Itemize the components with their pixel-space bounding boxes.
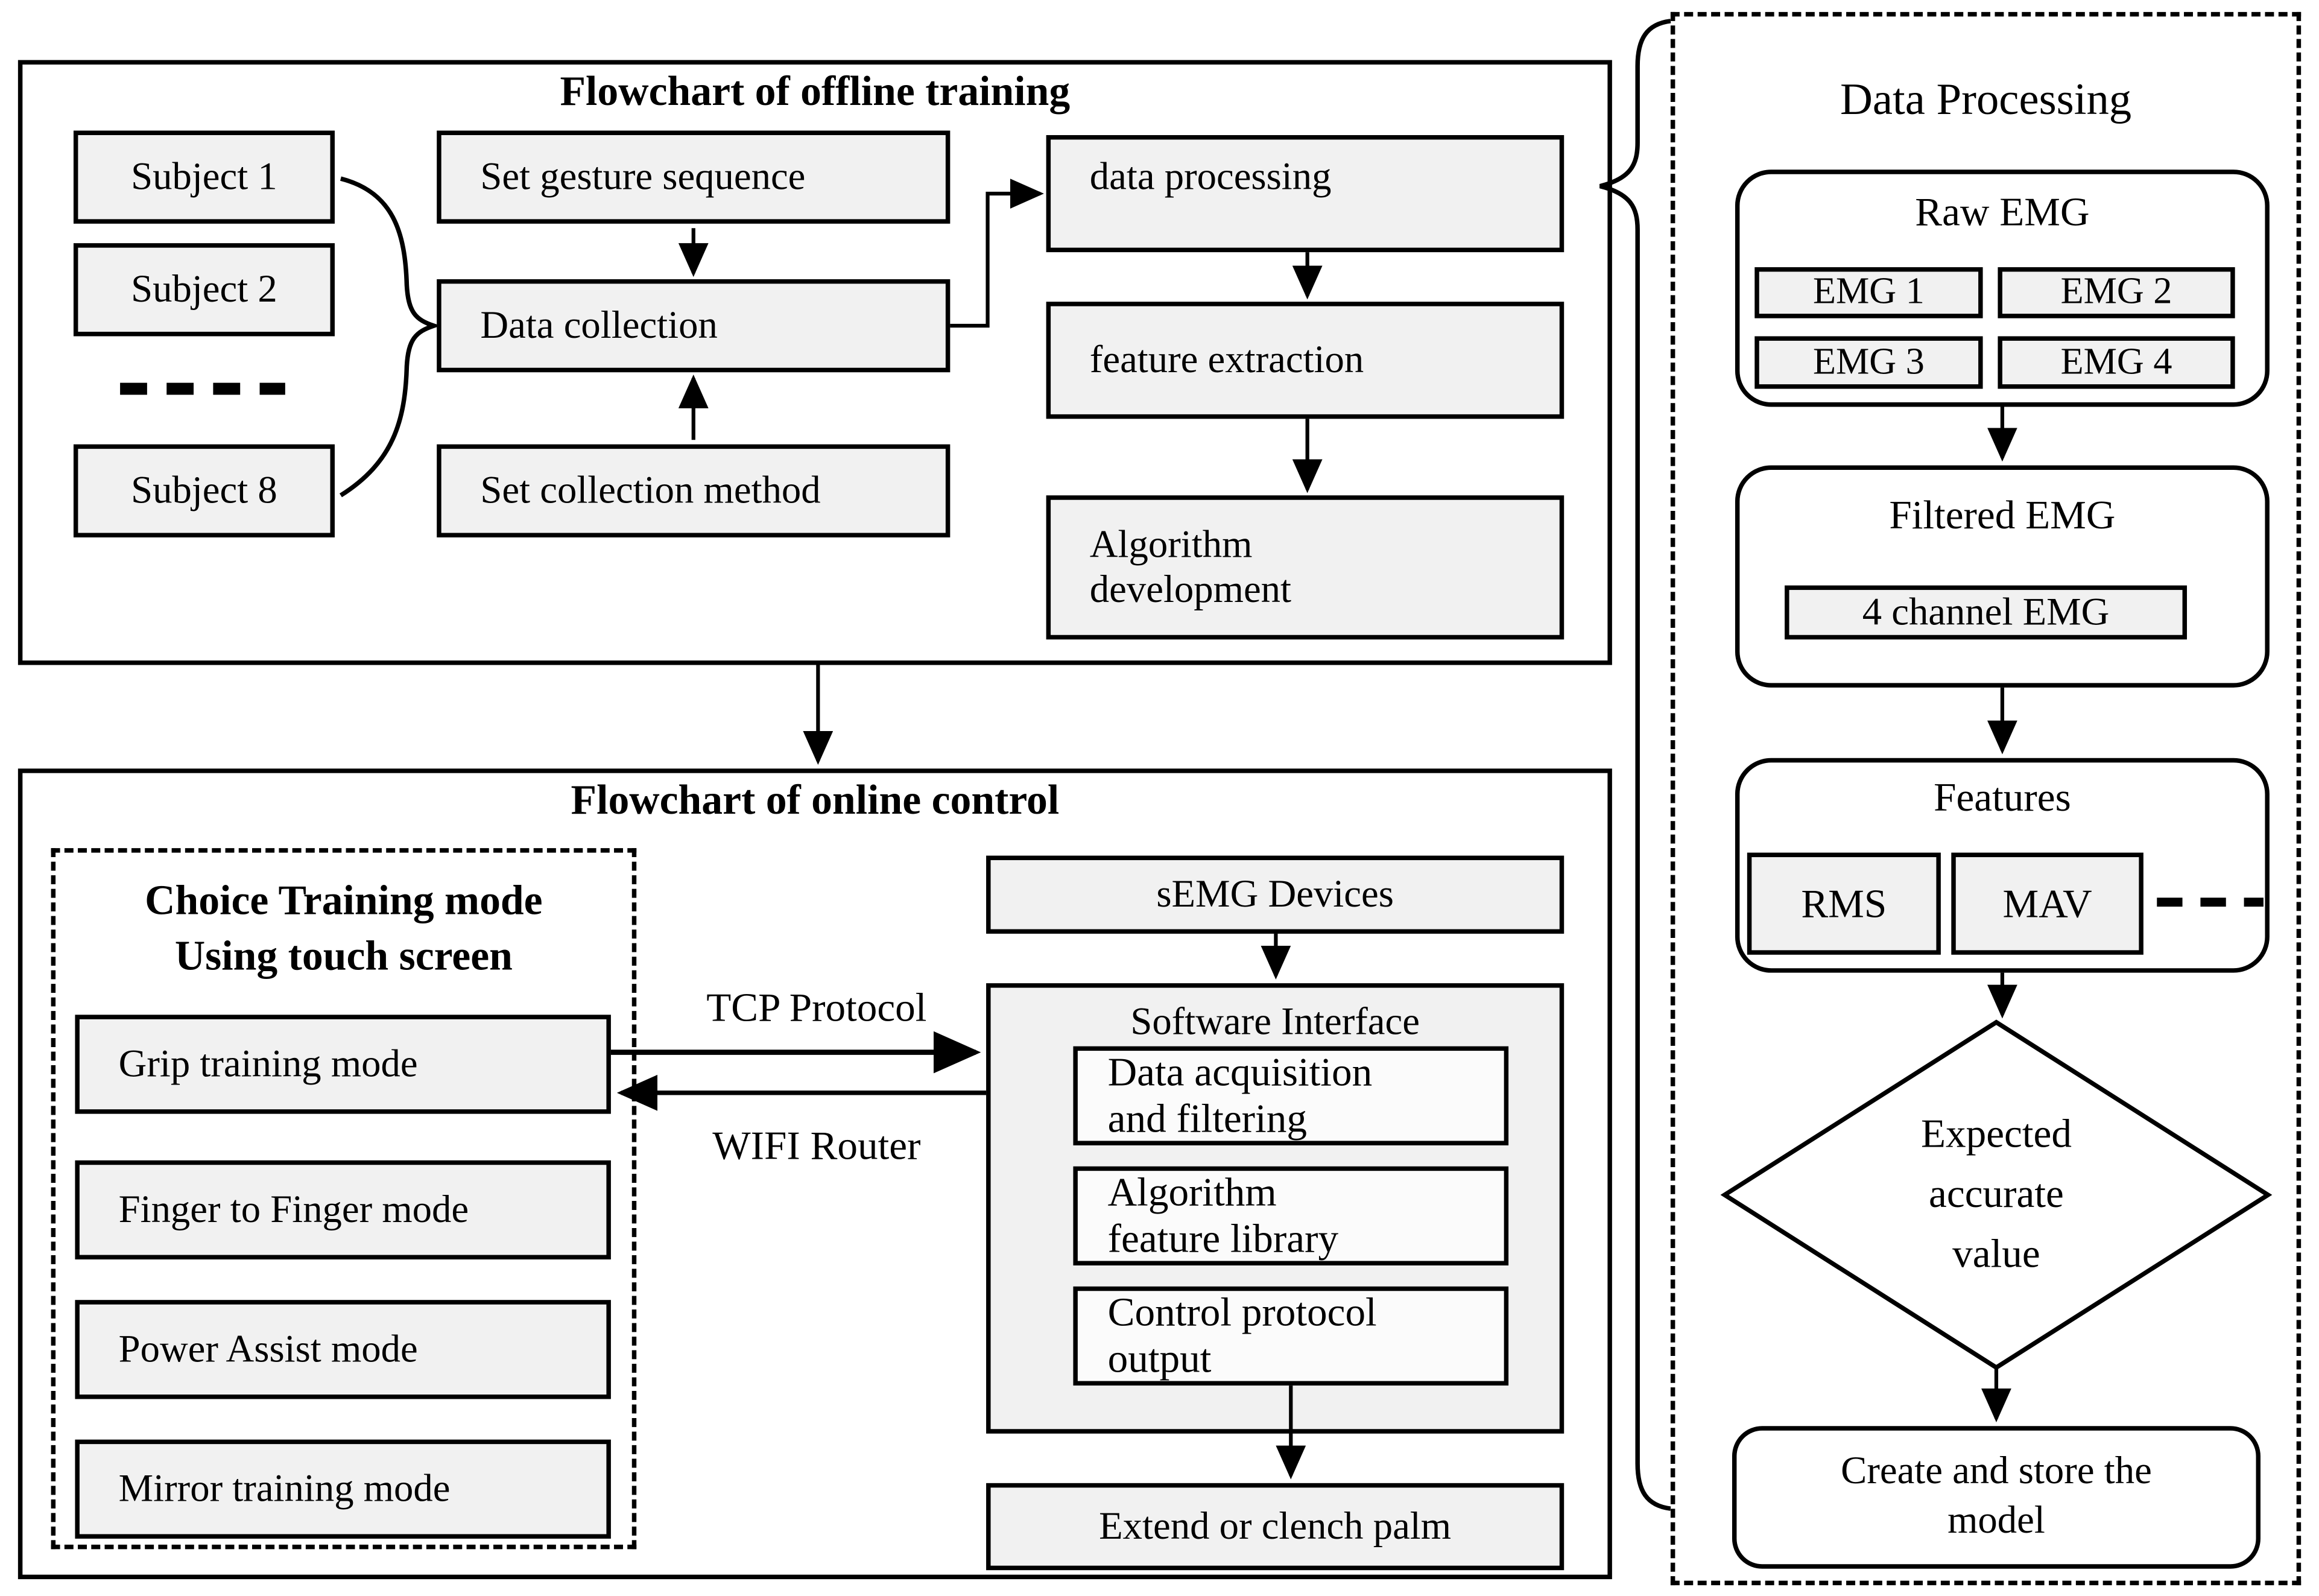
control-protocol-line1: Control protocol [1107,1289,1377,1335]
algorithm-development-box: Algorithm development [1046,495,1564,640]
data-processing-dashed-frame [1670,11,2302,1586]
semg-devices-box: sEMG Devices [986,855,1564,934]
algorithm-development-line1: Algorithm [1089,522,1253,566]
choice-training-title: Choice Training mode Using touch screen [51,873,637,984]
emg-1-chip: EMG 1 [1754,267,1983,318]
grip-training-mode-label: Grip training mode [118,1042,418,1086]
power-assist-mode-box: Power Assist mode [75,1300,611,1399]
online-title: Flowchart of online control [571,777,1060,825]
control-protocol-line2: output [1107,1335,1212,1381]
data-processing-title: Data Processing [1840,75,2132,125]
software-interface-label: Software Interface [1130,999,1420,1043]
filtered-emg-panel [1735,465,2270,688]
choice-title-line2: Using touch screen [174,933,513,981]
control-protocol-output-box: Control protocol output [1073,1286,1509,1386]
emg-2-chip: EMG 2 [1998,267,2235,318]
algorithm-development-line2: development [1089,567,1292,611]
data-acquisition-line2: and filtering [1107,1095,1307,1141]
set-collection-method-box: Set collection method [437,444,951,537]
extend-clench-palm-label: Extend or clench palm [1099,1504,1452,1548]
data-collection-label: Data collection [480,303,718,347]
wifi-router-label: WIFI Router [712,1123,921,1168]
subject-2-box: Subject 2 [73,243,335,337]
decision-line1: Expected [1920,1110,2072,1156]
emg-4-chip: EMG 4 [1998,336,2235,389]
mav-label: MAV [2002,880,2092,926]
decision-line3: value [1952,1230,2040,1276]
feature-extraction-label: feature extraction [1089,337,1364,382]
filtered-emg-label: Filtered EMG [1889,492,2116,537]
rms-chip: RMS [1747,852,1941,955]
create-model-line1: Create and store the [1841,1448,2152,1492]
data-acquisition-line1: Data acquisition [1107,1049,1373,1095]
grip-training-mode-box: Grip training mode [75,1015,611,1114]
rms-label: RMS [1801,880,1887,926]
tcp-protocol-label: TCP Protocol [706,984,927,1030]
create-model-panel [1732,1426,2260,1569]
algorithm-feature-line2: feature library [1107,1215,1339,1261]
emg-1-label: EMG 1 [1812,271,1925,312]
set-gesture-sequence-label: Set gesture sequence [480,154,806,198]
choice-title-line1: Choice Training mode [145,878,543,925]
power-assist-mode-label: Power Assist mode [118,1327,418,1371]
mirror-training-mode-label: Mirror training mode [118,1466,451,1510]
algorithm-feature-line1: Algorithm [1107,1169,1277,1215]
four-channel-emg-chip: 4 channel EMG [1785,585,2188,640]
extend-clench-palm-box: Extend or clench palm [986,1483,1564,1571]
data-processing-label: data processing [1089,154,1332,198]
subject-2-label: Subject 2 [131,267,277,311]
decision-diamond-text: Expected accurate value [1846,1103,2147,1284]
data-collection-box: Data collection [437,279,951,373]
create-model-label: Create and store the model [1732,1446,2260,1545]
algorithm-feature-library-box: Algorithm feature library [1073,1166,1509,1265]
emg-2-label: EMG 2 [2060,271,2172,312]
choice-training-dashed-box [51,848,637,1550]
decision-line2: accurate [1929,1171,2064,1216]
feature-extraction-box: feature extraction [1046,302,1564,419]
finger-to-finger-mode-label: Finger to Finger mode [118,1187,469,1231]
set-collection-method-label: Set collection method [480,468,821,512]
offline-title: Flowchart of offline training [560,69,1071,116]
raw-emg-label: Raw EMG [1915,189,2090,235]
finger-to-finger-mode-box: Finger to Finger mode [75,1160,611,1260]
mirror-training-mode-box: Mirror training mode [75,1439,611,1539]
emg-4-label: EMG 4 [2060,341,2172,382]
emg-3-chip: EMG 3 [1754,336,1983,389]
semg-devices-label: sEMG Devices [1156,872,1394,916]
create-model-line2: model [1947,1498,2045,1542]
emg-3-label: EMG 3 [1812,341,1925,382]
subject-1-box: Subject 1 [73,130,335,224]
set-gesture-sequence-box: Set gesture sequence [437,130,951,224]
mav-chip: MAV [1951,852,2143,955]
subject-8-box: Subject 8 [73,444,335,537]
subject-1-label: Subject 1 [131,154,277,198]
data-acquisition-box: Data acquisition and filtering [1073,1046,1509,1145]
four-channel-emg-label: 4 channel EMG [1862,590,2110,634]
subject-8-label: Subject 8 [131,468,277,512]
data-processing-box: data processing [1046,135,1564,253]
features-label: Features [1934,774,2071,820]
